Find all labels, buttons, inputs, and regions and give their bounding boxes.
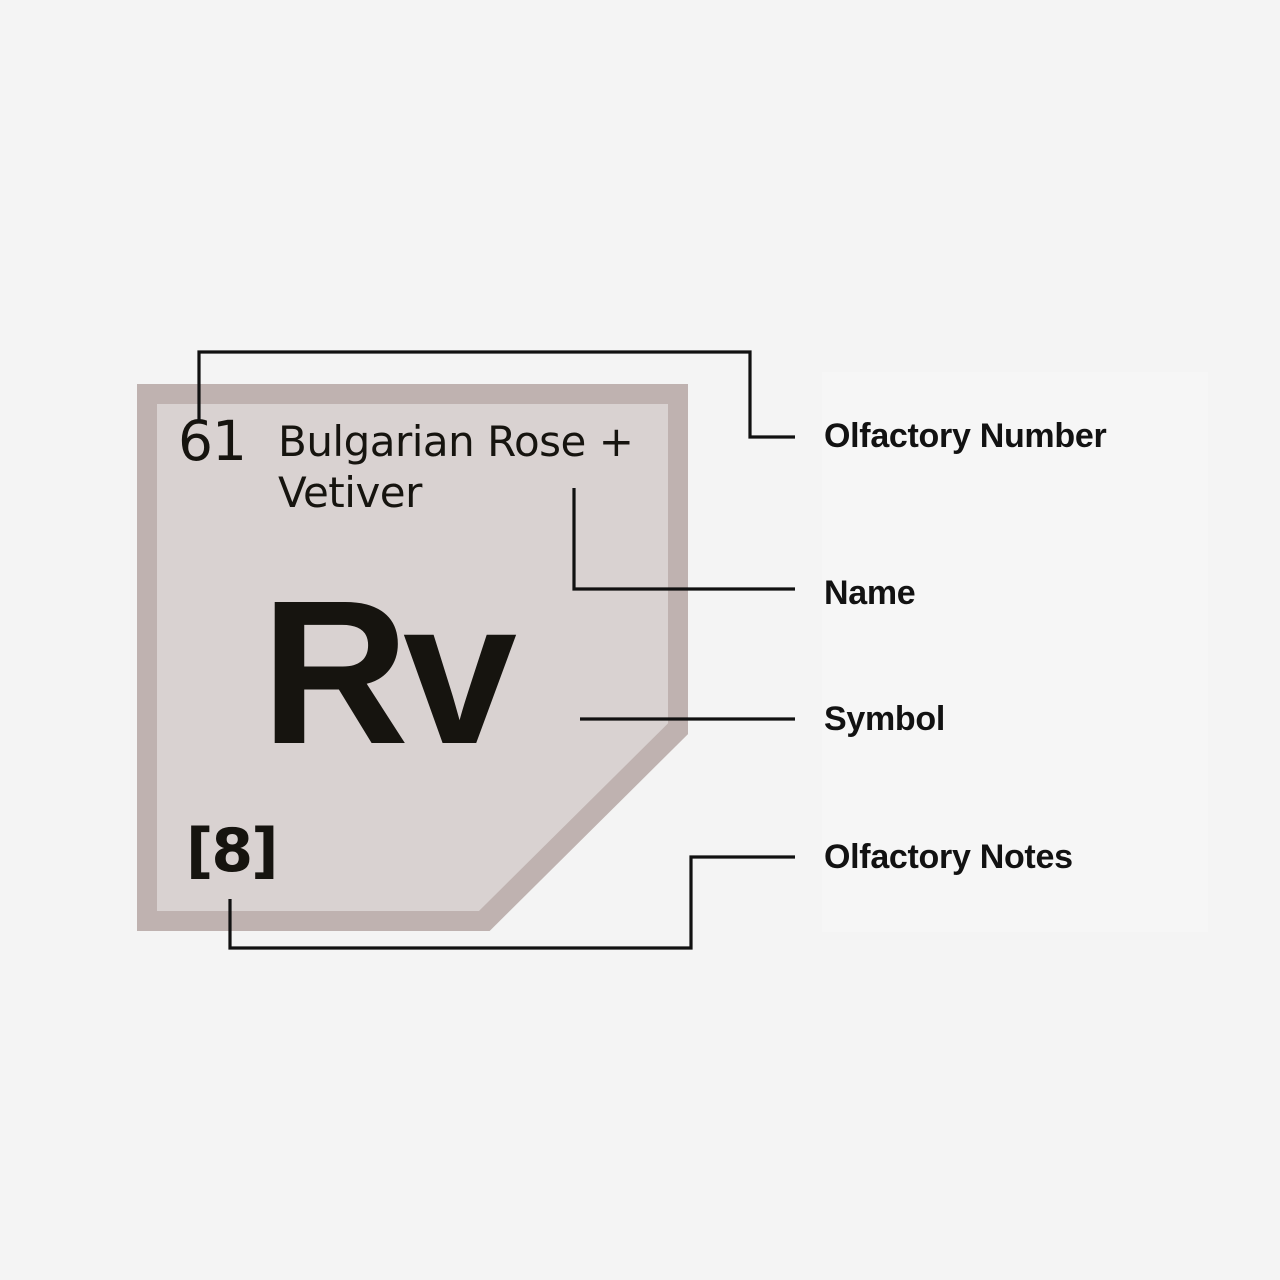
callout-label-symbol: Symbol [824,700,946,738]
element-name-value: Bulgarian Rose + Vetiver [278,417,634,518]
olfactory-notes-value: [8] [186,816,279,886]
label-column-panel [822,372,1208,932]
olfactory-number-value: 61 [178,409,247,473]
callout-label-name: Name [824,574,916,612]
callout-label-olfactory-notes: Olfactory Notes [824,838,1073,876]
callout-label-olfactory-number: Olfactory Number [824,417,1107,455]
element-card[interactable]: 61 Bulgarian Rose + Vetiver Rv [8] [137,384,688,931]
element-symbol-value: Rv [261,558,517,787]
